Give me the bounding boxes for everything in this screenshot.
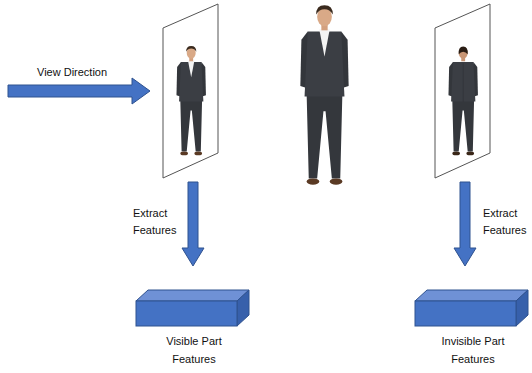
feature-caption-area: Invisible Part Features — [433, 332, 513, 368]
view-arrow — [8, 78, 150, 104]
cuboid-front — [415, 301, 516, 326]
feature-label: Invisible Part Features — [433, 332, 513, 368]
feature-block: Visible Part Features — [134, 288, 254, 370]
arrow-label: Extract Features — [483, 205, 531, 239]
cuboid-side — [516, 290, 528, 326]
cuboid-top — [415, 290, 528, 301]
cuboid-top — [136, 290, 249, 301]
feature-caption-area: Visible Part Features — [154, 332, 234, 368]
feature-cuboid — [134, 288, 254, 330]
feature-cuboid — [413, 288, 532, 330]
person-front-view — [176, 46, 205, 155]
feature-block: Invisible Part Features — [413, 288, 532, 370]
arrow-label: Extract Features — [133, 205, 183, 239]
extract-arrow — [454, 182, 476, 266]
person-back-view — [448, 47, 477, 156]
cuboid-front — [136, 301, 237, 326]
extract-arrow — [182, 182, 204, 266]
image-plane — [163, 4, 218, 178]
direction-label: View Direction — [37, 64, 127, 81]
image-plane — [435, 4, 490, 178]
feature-label: Visible Part Features — [154, 332, 234, 368]
cuboid-side — [237, 290, 249, 326]
person-figure — [300, 5, 348, 185]
